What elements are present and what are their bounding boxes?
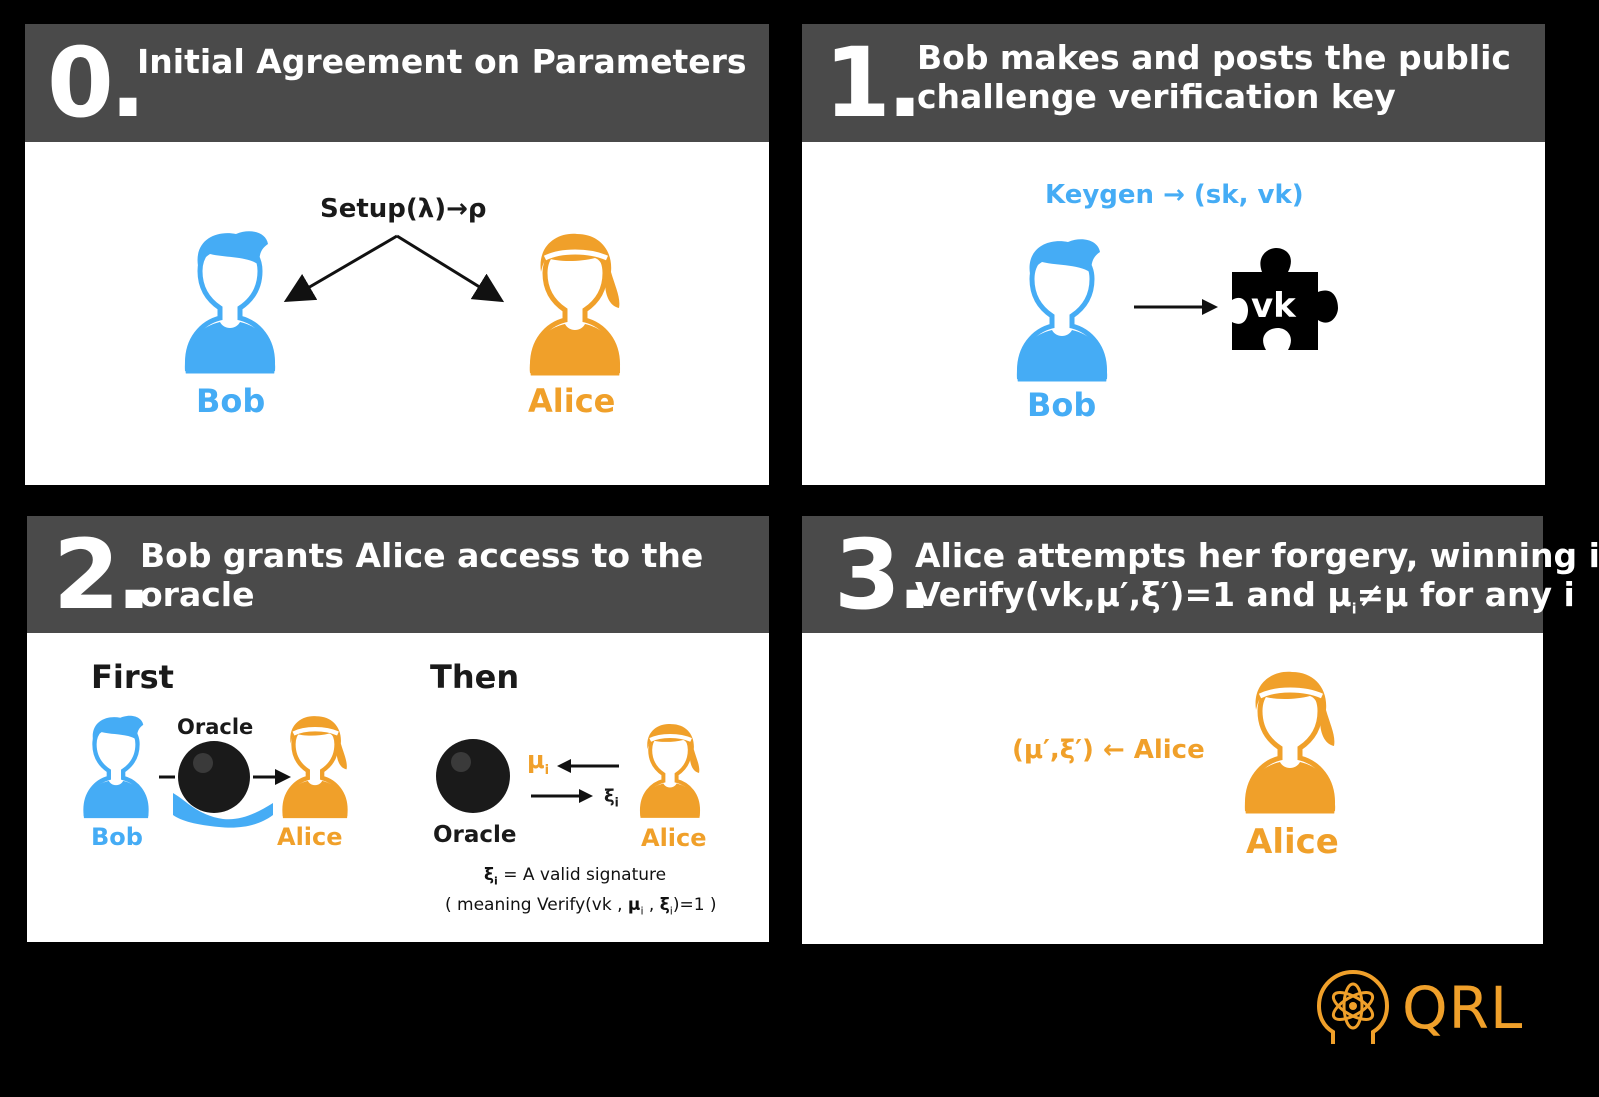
signature-note-line-2: ( meaning Verify(vk , μi , ξi)=1 ) (445, 895, 717, 917)
mu-subscript: i (640, 904, 644, 918)
then-label: Then (430, 658, 520, 696)
alice-avatar-icon (282, 716, 348, 819)
panel-step-2: 2. Bob grants Alice access to the oracle… (27, 516, 769, 942)
panel-step-1: 1. Bob makes and posts the public challe… (802, 24, 1545, 485)
bob-label: Bob (91, 823, 143, 851)
step-title-line-2: Verify(vk,μ′,ξ′)=1 and μi≠μ for any i (915, 575, 1575, 630)
step-title: Initial Agreement on Parameters (137, 42, 747, 81)
note-text: = A valid signature (503, 865, 667, 885)
puzzle-label: vk (1251, 286, 1296, 326)
oracle-label-then: Oracle (433, 822, 517, 848)
xi-response-label: ξi (604, 786, 619, 810)
mu-symbol: μ (527, 746, 545, 774)
bob-avatar-icon (83, 715, 149, 819)
xi-symbol: ξ (659, 895, 670, 915)
panel-header: 3. Alice attempts her forgery, winning i… (802, 516, 1599, 633)
panel-header: 0. Initial Agreement on Parameters (25, 24, 769, 142)
xi-subscript: i (614, 795, 619, 810)
step-title-line-1: Alice attempts her forgery, winning if (915, 536, 1599, 575)
note-text: , (643, 895, 660, 915)
alice-avatar-icon (640, 723, 700, 818)
alice-avatar-icon (529, 233, 621, 376)
panel-header: 1. Bob makes and posts the public challe… (802, 24, 1545, 142)
panel-header: 2. Bob grants Alice access to the oracle (27, 516, 769, 633)
alice-label: Alice (528, 382, 616, 420)
title-subscript: i (1351, 601, 1357, 618)
step-title-line-2: challenge verification key (917, 77, 1396, 116)
alice-avatar-icon (1244, 671, 1336, 814)
xi-subscript: i (669, 904, 673, 918)
oracle-sphere-icon (436, 739, 510, 813)
atom-head-icon (1316, 969, 1390, 1044)
bob-avatar-icon (1016, 239, 1108, 382)
setup-label: Setup(λ)→ρ (320, 194, 487, 224)
note-text: )=1 ) (672, 895, 717, 915)
query-arrows (531, 759, 619, 803)
title-part: Verify(vk,μ′,ξ′)=1 and μ (915, 575, 1352, 614)
xi-symbol: ξ (484, 865, 495, 885)
mu-subscript: i (544, 762, 550, 778)
bob-label: Bob (196, 382, 266, 420)
puzzle-piece-icon (1232, 248, 1338, 350)
mu-query-label: μi (527, 746, 549, 778)
forgery-label: (μ′,ξ′) ← Alice (1012, 735, 1205, 765)
step-number: 3. (834, 519, 933, 631)
logo-text: QRL (1402, 974, 1524, 1042)
alice-label: Alice (1246, 822, 1339, 862)
step-number: 2. (53, 519, 152, 631)
mu-symbol: μ (627, 895, 641, 915)
step-title-line-1: Bob grants Alice access to the (140, 536, 704, 575)
bob-label: Bob (1027, 386, 1097, 424)
step-title-line-1: Bob makes and posts the public (917, 38, 1511, 77)
alice-label-then: Alice (641, 824, 707, 852)
first-label: First (91, 658, 174, 696)
setup-arrows (283, 234, 505, 303)
keygen-label: Keygen → (sk, vk) (1045, 180, 1304, 210)
step-title-line-2: oracle (140, 575, 255, 614)
title-part: ≠μ for any i (1356, 575, 1575, 614)
panel-step-3: 3. Alice attempts her forgery, winning i… (802, 516, 1599, 944)
oracle-label: Oracle (177, 715, 254, 739)
arrow-right-icon (1134, 299, 1218, 315)
signature-note-line-1: ξi = A valid signature (484, 865, 666, 887)
panel-step-0: 0. Initial Agreement on Parameters Setup… (25, 24, 769, 485)
step-number: 0. (47, 27, 146, 139)
xi-symbol: ξ (604, 786, 615, 807)
note-text: ( meaning Verify(vk , (445, 895, 628, 915)
xi-subscript: i (494, 874, 498, 888)
bob-avatar-icon (184, 231, 276, 374)
step-number: 1. (824, 27, 923, 139)
alice-label: Alice (277, 823, 343, 851)
oracle-hand-icon (159, 741, 291, 828)
